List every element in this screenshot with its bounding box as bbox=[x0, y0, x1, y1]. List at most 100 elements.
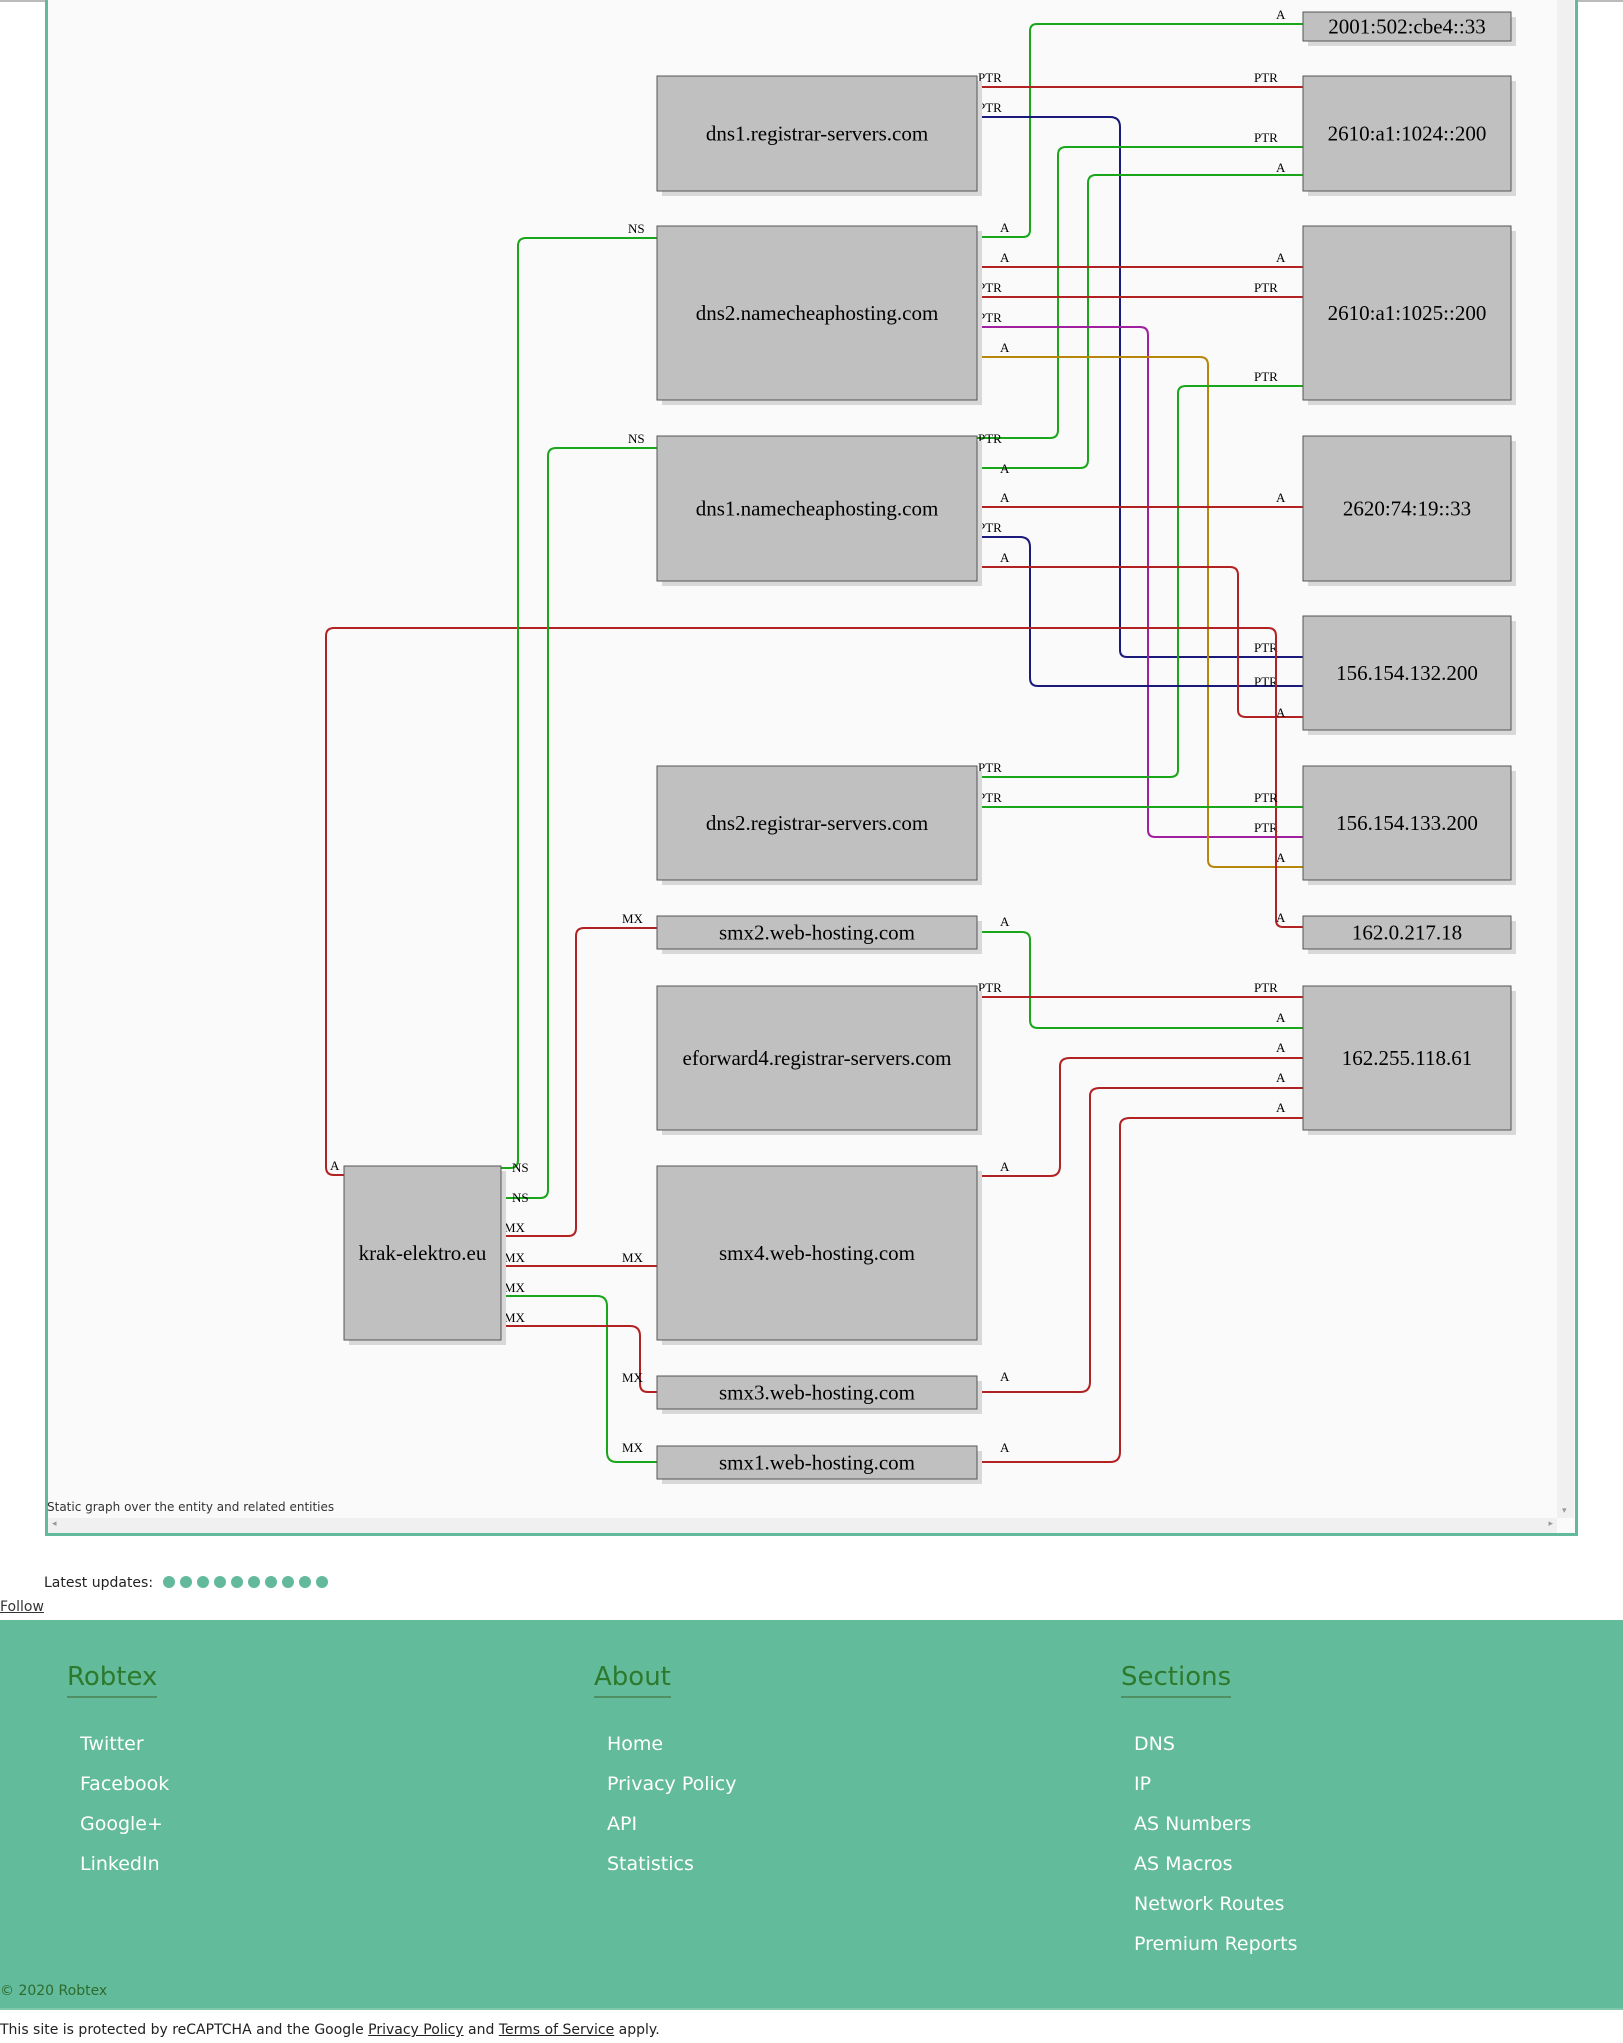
scroll-left-icon[interactable]: ◂ bbox=[52, 1519, 57, 1529]
edge-label: PTR bbox=[1254, 130, 1278, 145]
graph-node-dns1_nch[interactable] bbox=[656, 435, 978, 582]
node-label[interactable]: smx4.web-hosting.com bbox=[719, 1241, 915, 1265]
edge-label: A bbox=[1000, 220, 1010, 235]
graph-node-dns2_reg[interactable] bbox=[656, 765, 978, 881]
footer-link-home[interactable]: Home bbox=[607, 1733, 664, 1755]
node-label[interactable]: dns1.registrar-servers.com bbox=[706, 122, 928, 146]
footer-link-twitter[interactable]: Twitter bbox=[80, 1733, 144, 1755]
node-label[interactable]: 162.255.118.61 bbox=[1342, 1046, 1472, 1070]
edge-label: PTR bbox=[1254, 70, 1278, 85]
edge-label: MX bbox=[504, 1250, 526, 1265]
scroll-down-icon[interactable]: ▾ bbox=[1562, 1506, 1567, 1516]
footer-link-api[interactable]: API bbox=[607, 1813, 638, 1835]
follow-link[interactable]: Follow bbox=[0, 1599, 44, 1615]
node-label[interactable]: dns2.registrar-servers.com bbox=[706, 811, 928, 835]
node-label[interactable]: 2610:a1:1025::200 bbox=[1328, 301, 1487, 325]
graph-edge bbox=[501, 927, 657, 1237]
graph-node-smx2[interactable] bbox=[656, 915, 978, 950]
footer-link-googleplus[interactable]: Google+ bbox=[80, 1813, 163, 1835]
edge-label: NS bbox=[512, 1190, 529, 1205]
edge-label: PTR bbox=[978, 310, 1002, 325]
graph-edge bbox=[977, 146, 1303, 439]
scroll-right-icon[interactable]: ▸ bbox=[1548, 1519, 1553, 1529]
horizontal-scrollbar[interactable]: ◂ ▸ bbox=[48, 1518, 1557, 1533]
privacy-policy-link[interactable]: Privacy Policy bbox=[368, 2022, 464, 2038]
update-dot[interactable] bbox=[281, 1576, 294, 1588]
graph-node-eforward4[interactable] bbox=[656, 985, 978, 1131]
edge-label: A bbox=[1276, 1040, 1286, 1055]
node-label[interactable]: dns2.namecheaphosting.com bbox=[696, 301, 939, 325]
node-label[interactable]: smx3.web-hosting.com bbox=[719, 1381, 915, 1405]
node-label[interactable]: eforward4.registrar-servers.com bbox=[683, 1046, 952, 1070]
graph-node-krak[interactable] bbox=[343, 1165, 502, 1341]
update-dot[interactable] bbox=[179, 1576, 192, 1588]
footer-link-statistics[interactable]: Statistics bbox=[607, 1853, 694, 1875]
graph-node-ip_2620[interactable] bbox=[1302, 435, 1512, 582]
footer-link-facebook[interactable]: Facebook bbox=[80, 1773, 170, 1795]
footer-link-network-routes[interactable]: Network Routes bbox=[1134, 1893, 1285, 1915]
edge-label: PTR bbox=[978, 100, 1002, 115]
graph-edge bbox=[501, 1325, 657, 1393]
node-label[interactable]: smx1.web-hosting.com bbox=[719, 1451, 915, 1475]
edge-label: PTR bbox=[978, 70, 1002, 85]
edge-label: PTR bbox=[1254, 820, 1278, 835]
node-label[interactable]: 162.0.217.18 bbox=[1352, 921, 1462, 945]
edge-label: A bbox=[1276, 1070, 1286, 1085]
edge-label: A bbox=[1000, 550, 1010, 565]
graph-node-smx1[interactable] bbox=[656, 1445, 978, 1480]
footer-link-premium-reports[interactable]: Premium Reports bbox=[1134, 1933, 1298, 1955]
update-dot[interactable] bbox=[230, 1576, 243, 1588]
graph-node-ip_2610_1025[interactable] bbox=[1302, 225, 1512, 401]
edge-label: A bbox=[1276, 7, 1286, 22]
update-dot[interactable] bbox=[315, 1576, 328, 1588]
edge-label: A bbox=[1000, 1440, 1010, 1455]
edge-label: PTR bbox=[1254, 640, 1278, 655]
edge-label: MX bbox=[504, 1220, 526, 1235]
graph-node-ip_2001[interactable] bbox=[1302, 11, 1512, 42]
terms-of-service-link[interactable]: Terms of Service bbox=[498, 2022, 615, 2038]
footer-column-sections: Sections DNS IP AS Numbers AS Macros Net… bbox=[1121, 1662, 1297, 1964]
graph-node-dns1_reg[interactable] bbox=[656, 75, 978, 192]
edge-label: PTR bbox=[1254, 980, 1278, 995]
node-label[interactable]: 2620:74:19::33 bbox=[1343, 497, 1471, 521]
graph-node-ip_156_132[interactable] bbox=[1302, 615, 1512, 731]
graph-node-ip_162_255[interactable] bbox=[1302, 985, 1512, 1131]
footer-link-dns[interactable]: DNS bbox=[1134, 1733, 1175, 1755]
footer-link-as-numbers[interactable]: AS Numbers bbox=[1134, 1813, 1252, 1835]
graph-caption: Static graph over the entity and related… bbox=[47, 1500, 335, 1514]
footer-link-privacy-policy[interactable]: Privacy Policy bbox=[607, 1773, 737, 1795]
node-label[interactable]: smx2.web-hosting.com bbox=[719, 921, 915, 945]
node-label[interactable]: 156.154.133.200 bbox=[1336, 811, 1478, 835]
edge-label: MX bbox=[622, 911, 644, 926]
update-dot[interactable] bbox=[162, 1576, 175, 1588]
update-dots[interactable] bbox=[158, 1575, 328, 1591]
graph-node-ip_156_133[interactable] bbox=[1302, 765, 1512, 881]
graph-edge bbox=[977, 536, 1303, 687]
footer-link-linkedin[interactable]: LinkedIn bbox=[80, 1853, 160, 1875]
footer-link-ip[interactable]: IP bbox=[1134, 1773, 1152, 1795]
footer-link-as-macros[interactable]: AS Macros bbox=[1134, 1853, 1233, 1875]
update-dot[interactable] bbox=[213, 1576, 226, 1588]
node-label[interactable]: dns1.namecheaphosting.com bbox=[696, 497, 939, 521]
edge-label: MX bbox=[504, 1310, 526, 1325]
node-label[interactable]: 156.154.132.200 bbox=[1336, 661, 1478, 685]
update-dot[interactable] bbox=[196, 1576, 209, 1588]
node-label[interactable]: 2610:a1:1024::200 bbox=[1328, 122, 1487, 146]
node-label[interactable]: 2001:502:cbe4::33 bbox=[1328, 15, 1485, 39]
graph-edge bbox=[977, 326, 1303, 838]
graph-node-smx3[interactable] bbox=[656, 1375, 978, 1410]
node-label[interactable]: krak-elektro.eu bbox=[359, 1241, 487, 1265]
update-dot[interactable] bbox=[298, 1576, 311, 1588]
update-dot[interactable] bbox=[264, 1576, 277, 1588]
vertical-scrollbar[interactable]: ▾ bbox=[1557, 0, 1574, 1518]
graph-node-dns2_nch[interactable] bbox=[656, 225, 978, 401]
edge-label: PTR bbox=[978, 980, 1002, 995]
graph-edge bbox=[977, 931, 1303, 1029]
graph-node-ip_2610_1024[interactable] bbox=[1302, 75, 1512, 192]
update-dot[interactable] bbox=[247, 1576, 260, 1588]
edge-label: PTR bbox=[978, 280, 1002, 295]
graph-node-smx4[interactable] bbox=[656, 1165, 978, 1341]
graph-node-ip_162_0[interactable] bbox=[1302, 915, 1512, 950]
graph-edge bbox=[977, 1087, 1303, 1393]
